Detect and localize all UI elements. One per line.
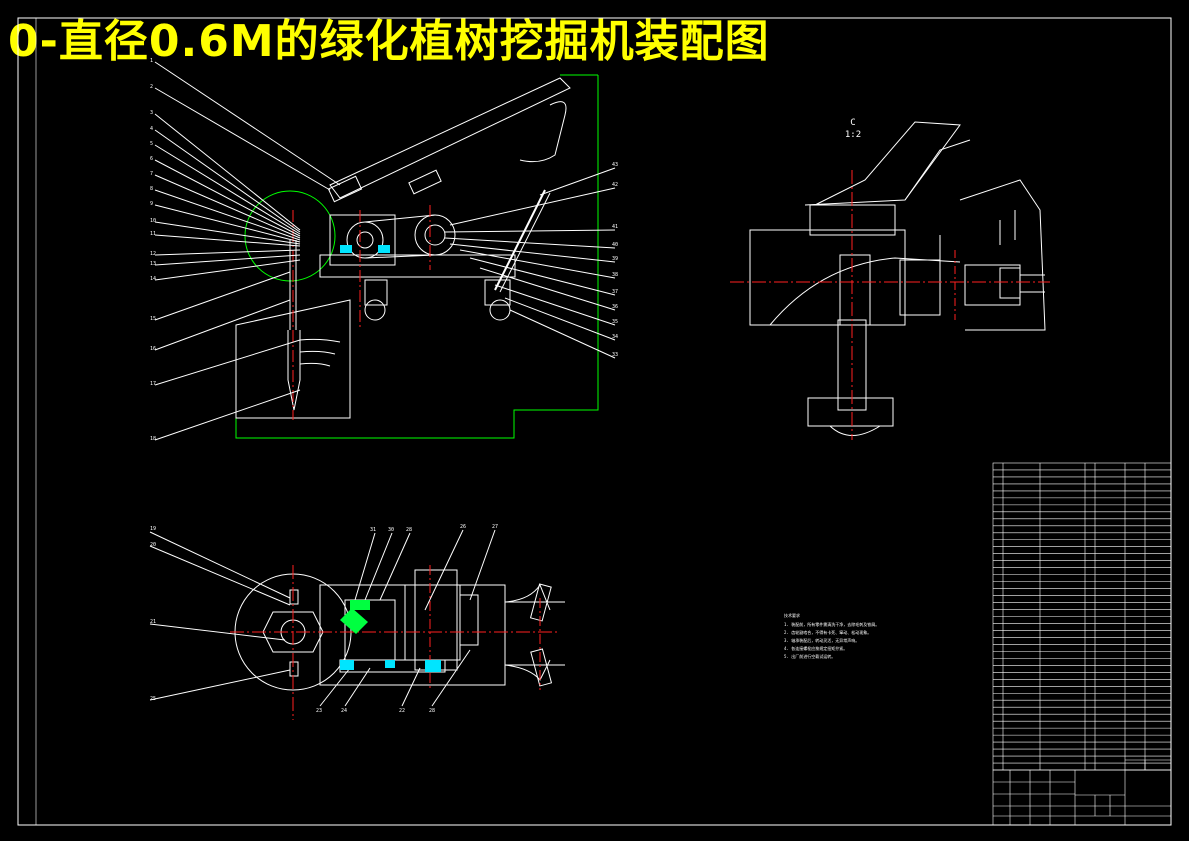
- balloon: 36: [612, 304, 618, 310]
- section-view-c: [730, 121, 1050, 440]
- balloon: 7: [150, 171, 153, 177]
- balloon: 25: [150, 696, 156, 702]
- section-housing: [749, 229, 906, 326]
- section-scale: 1:2: [845, 130, 861, 140]
- gearbox-left: [329, 214, 396, 266]
- tech-req-line: 3. 轴承装配后，转动灵活，无异常声响。: [784, 637, 859, 643]
- plan-view-colored-parts: [340, 600, 441, 672]
- balloon: 15: [150, 316, 156, 322]
- outer-border: [17, 17, 1172, 826]
- tech-req-line: 4. 各连接螺栓应按规定扭矩拧紧。: [784, 645, 847, 651]
- bevel-gear: [899, 259, 941, 316]
- tech-req-line: 2. 齿轮副啮合，不得有卡死、窜动、松动现象。: [784, 629, 871, 635]
- section-housing-top: [804, 121, 961, 206]
- balloon: 21: [150, 619, 156, 625]
- balloon: 16: [150, 346, 156, 352]
- balloon: 35: [612, 319, 618, 325]
- green-frame: [235, 75, 599, 439]
- balloon: 31: [370, 527, 376, 533]
- green-gear: [340, 608, 368, 634]
- shaft-coupling: [964, 264, 1021, 306]
- balloon: 33: [612, 352, 618, 358]
- balloon: 9: [150, 201, 153, 207]
- balloon: 3: [150, 110, 153, 116]
- pulley-right: [414, 214, 456, 256]
- section-letter: C: [850, 118, 855, 128]
- balloon: 23: [316, 708, 322, 714]
- balloon: 20: [150, 542, 156, 548]
- auger-tip: [287, 330, 301, 411]
- balloon: 18: [150, 436, 156, 442]
- technical-requirements: 技术要求 1. 装配前，所有零件需清洗干净，去除毛刺及铁屑。 2. 齿轮副啮合，…: [784, 612, 879, 659]
- plan-arm-top: [504, 583, 551, 611]
- handle-bar: [329, 77, 571, 199]
- pulley-left: [346, 221, 384, 259]
- auger-body: [235, 299, 351, 419]
- balloon: 38: [612, 272, 618, 278]
- balloon: 14: [150, 276, 156, 282]
- plan-view: [149, 529, 565, 720]
- balloon: 22: [399, 708, 405, 714]
- handle-clamp: [327, 175, 363, 203]
- plan-motor: [404, 584, 461, 661]
- flange: [807, 397, 894, 427]
- section-arm: [959, 179, 1046, 331]
- inner-border: [35, 17, 1172, 826]
- tech-req-line: 1. 装配前，所有零件需清洗干净，去除毛刺及铁屑。: [784, 621, 879, 627]
- balloon: 41: [612, 224, 618, 230]
- balloon: 26: [460, 524, 466, 530]
- balloon: 5: [150, 141, 153, 147]
- balloon: 10: [150, 218, 156, 224]
- side-view: [154, 61, 616, 441]
- handle-hook: [519, 101, 567, 163]
- wheel-right: [489, 299, 511, 321]
- lever: [494, 189, 546, 291]
- balloon: 12: [150, 251, 156, 257]
- balloon: 1: [150, 58, 153, 64]
- balloon: 24: [341, 708, 347, 714]
- plan-arm-bottom: [504, 659, 551, 681]
- balloon: 19: [150, 526, 156, 532]
- balloon: 43: [612, 162, 618, 168]
- balloon: 4: [150, 126, 153, 132]
- tech-req-line: 5. 出厂前进行空载试运转。: [784, 653, 835, 659]
- wheel-left: [364, 299, 386, 321]
- balloon: 39: [612, 256, 618, 262]
- section-view-label: C 1:2: [845, 118, 861, 140]
- balloon: 6: [150, 156, 153, 162]
- balloon: 34: [612, 334, 618, 340]
- balloon: 37: [612, 289, 618, 295]
- drawing-title: 0-直径0.6M的绿化植树挖掘机装配图: [8, 16, 770, 67]
- cyan-bearing: [340, 660, 354, 670]
- balloon: 28: [406, 527, 412, 533]
- balloon: 28: [429, 708, 435, 714]
- balloon: 42: [612, 182, 618, 188]
- title-block: [992, 759, 1172, 826]
- parts-list-table: [992, 462, 1172, 771]
- balloon: 2: [150, 84, 153, 90]
- balloon: 11: [150, 231, 156, 237]
- balloon: 8: [150, 186, 153, 192]
- balloon: 30: [388, 527, 394, 533]
- balloon: 13: [150, 261, 156, 267]
- balloon: 27: [492, 524, 498, 530]
- side-view-balloons: 1 2 3 4 5 6 7 8 9 10 11 12 13 14 15 16 1…: [150, 58, 618, 442]
- balloon: 17: [150, 381, 156, 387]
- balloon: 40: [612, 242, 618, 248]
- plan-view-balloons: 19 20 21 25 31 30 28 26 27 23 24 22 28: [150, 524, 498, 714]
- tech-req-heading: 技术要求: [784, 612, 800, 618]
- chassis: [319, 254, 516, 278]
